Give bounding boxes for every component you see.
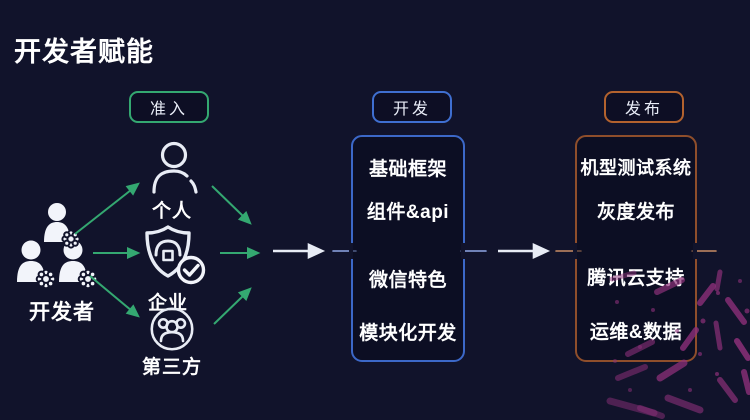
third-party-icon bbox=[149, 306, 195, 352]
page-title: 开发者赋能 bbox=[14, 37, 154, 67]
develop-item: 基础框架 bbox=[368, 159, 447, 180]
develop-item: 组件&api bbox=[366, 202, 450, 223]
person-icon bbox=[147, 140, 201, 196]
release-item: 运维&数据 bbox=[589, 322, 683, 343]
develop-panel-notch-right bbox=[461, 243, 465, 259]
stage-chip-access-label: 准入 bbox=[149, 101, 188, 118]
stage-chip-access: 准入 bbox=[129, 91, 209, 123]
develop-panel: 基础框架 组件&api 微信特色 模块化开发 bbox=[351, 135, 465, 362]
release-item: 腾讯云支持 bbox=[587, 268, 685, 289]
stage-chip-release: 发布 bbox=[604, 91, 684, 123]
access-item-label-thirdparty: 第三方 bbox=[141, 357, 202, 378]
release-panel: 机型测试系统 灰度发布 腾讯云支持 运维&数据 bbox=[575, 135, 697, 362]
enterprise-verified-icon bbox=[134, 224, 210, 286]
firework-decoration bbox=[606, 269, 750, 419]
release-panel-notch-left bbox=[573, 243, 577, 259]
develop-item: 模块化开发 bbox=[359, 323, 457, 344]
develop-panel-notch-left bbox=[349, 243, 353, 259]
stage-chip-develop: 开发 bbox=[372, 91, 452, 123]
stage-chip-release-label: 发布 bbox=[624, 101, 663, 118]
release-item: 灰度发布 bbox=[596, 202, 675, 223]
develop-item: 微信特色 bbox=[368, 270, 447, 291]
release-item: 机型测试系统 bbox=[580, 158, 692, 178]
developer-label: 开发者 bbox=[29, 301, 95, 324]
developers-icon bbox=[10, 198, 105, 298]
access-item-label-person: 个人 bbox=[151, 201, 192, 222]
release-panel-notch-right bbox=[693, 243, 697, 259]
stage-chip-develop-label: 开发 bbox=[392, 101, 431, 118]
